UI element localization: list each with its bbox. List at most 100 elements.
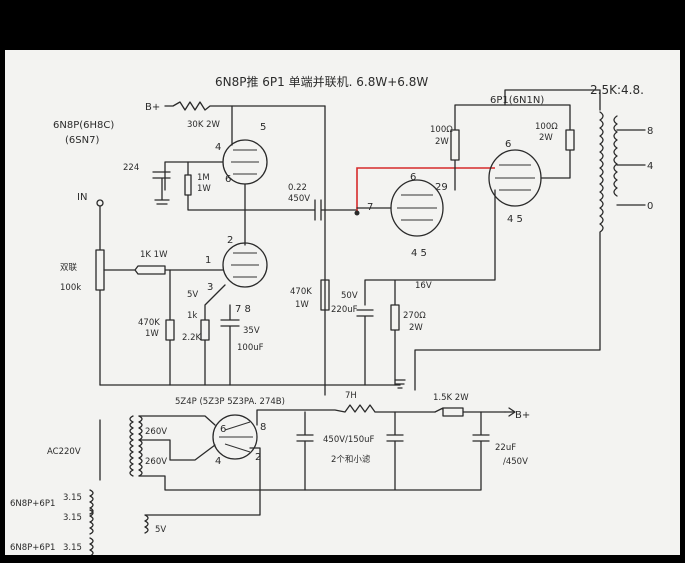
volume-pot bbox=[95, 205, 105, 386]
tube-left-label: 6N8P(6H8C) bbox=[53, 120, 114, 131]
schematic-drawing: 6N8P推 6P1 单端并联机. 6.8W+6.8W 2.5K:4.8. 6N8… bbox=[10, 75, 653, 557]
r-1k1w-wire bbox=[103, 265, 224, 275]
r-470k-grid bbox=[165, 269, 175, 386]
pin-5-label: 5 bbox=[260, 122, 266, 133]
hv-center-tap bbox=[138, 439, 216, 461]
v260a-label: 260V bbox=[145, 427, 167, 437]
c-100uf-label: 100uF bbox=[237, 343, 264, 353]
output-cathode-network bbox=[356, 189, 496, 386]
pin-6-label: 6 bbox=[225, 174, 231, 185]
rectifier-tube bbox=[212, 414, 258, 460]
rect-heater bbox=[144, 447, 261, 534]
schematic-paper: 6N8P推 6P1 单端并联机. 6.8W+6.8W 2.5K:4.8. 6N8… bbox=[5, 50, 680, 557]
c-cathode bbox=[220, 304, 240, 386]
hv-ground bbox=[138, 475, 306, 491]
vol-label: 双联 bbox=[60, 263, 78, 273]
tube-v3 bbox=[488, 149, 542, 207]
ac-label: AC220V bbox=[47, 447, 81, 457]
r-15k-wire bbox=[434, 407, 506, 417]
top-rail bbox=[164, 101, 326, 111]
rect-pin-6: 6 bbox=[220, 424, 226, 435]
r-100a-label: 100Ω bbox=[430, 125, 453, 135]
pin-4-label: 4 bbox=[215, 142, 221, 153]
r-1m-label: 1M bbox=[197, 173, 210, 183]
v1a-grid-wire bbox=[164, 161, 224, 191]
grid-link-red-wire bbox=[356, 167, 495, 213]
pin-78-label: 7 8 bbox=[235, 304, 251, 315]
bplus-top-label: B+ bbox=[145, 102, 160, 113]
pin-2-label: 2 bbox=[227, 235, 233, 246]
v315a-label: 3.15 bbox=[63, 493, 82, 503]
v260b-label: 260V bbox=[145, 457, 167, 467]
r-270-label: 270Ω bbox=[403, 311, 426, 321]
input-jack bbox=[96, 199, 104, 207]
pin-6a-label: 6 bbox=[410, 172, 416, 183]
out-4-label: 4 bbox=[647, 161, 653, 172]
pin-1-label: 1 bbox=[205, 255, 211, 266]
r-270-w-label: 2W bbox=[409, 323, 423, 333]
c-22uf-v-label: /450V bbox=[503, 457, 528, 467]
choke-label: 7H bbox=[345, 391, 357, 401]
output-transformer-secondary bbox=[613, 115, 618, 197]
c-022-label: 0.22 bbox=[288, 183, 307, 193]
pin-3-label: 3 bbox=[207, 282, 213, 293]
tube-v1b bbox=[222, 242, 268, 288]
r-470k-a-label: 470K bbox=[138, 318, 160, 328]
hv-wire-top bbox=[138, 415, 216, 426]
c-35v-label: 35V bbox=[243, 326, 260, 336]
v5v-label: 5V bbox=[155, 525, 166, 535]
power-transformer-hv bbox=[99, 415, 143, 481]
c-450v-label: 450V/150uF bbox=[323, 435, 375, 445]
rect-pin-8: 8 bbox=[260, 422, 266, 433]
r-470k-b-w-label: 1W bbox=[295, 300, 309, 310]
in-label: IN bbox=[77, 192, 87, 203]
v5-label: 5V bbox=[187, 290, 198, 300]
r-1m bbox=[184, 161, 246, 211]
heater-windings bbox=[89, 489, 94, 535]
vol-val-label: 100k bbox=[60, 283, 81, 293]
v16-label: 16V bbox=[415, 281, 432, 291]
v315c-label: 3.15 bbox=[63, 543, 82, 553]
c-22uf-label: 22uF bbox=[495, 443, 516, 453]
heat1-label: 6N8P+6P1 bbox=[10, 499, 55, 509]
filter-caps bbox=[296, 411, 490, 491]
r-100b-label: 100Ω bbox=[535, 122, 558, 132]
c-note-label: 2个和小滤 bbox=[331, 454, 371, 465]
output-transformer-primary bbox=[414, 111, 604, 391]
r-cathode bbox=[200, 284, 226, 386]
c-220uf-label: 220uF bbox=[331, 305, 358, 315]
bplus-right-label: B+ bbox=[515, 410, 530, 421]
tube-right-label: 6P1(6N1N) bbox=[490, 95, 544, 106]
r-15k-label: 1.5K 2W bbox=[433, 393, 469, 403]
pin-6b-label: 6 bbox=[505, 139, 511, 150]
schematic-title: 6N8P推 6P1 单端并联机. 6.8W+6.8W bbox=[215, 75, 428, 89]
pin-29-label: 29 bbox=[435, 182, 448, 193]
c-224-label: 224 bbox=[123, 163, 139, 173]
rect-pin-2: 2 bbox=[255, 452, 261, 463]
rect-pin-4: 4 bbox=[215, 456, 221, 467]
r-470k-right bbox=[320, 279, 330, 311]
c-022 bbox=[244, 199, 358, 221]
out-0-label: 0 bbox=[647, 201, 653, 212]
r-30k-label: 30K 2W bbox=[187, 120, 220, 130]
heater-winding-2 bbox=[89, 537, 94, 557]
tube-left-alt-label: (6SN7) bbox=[65, 135, 99, 146]
pin-45a-label: 4 5 bbox=[411, 248, 427, 259]
c-50v-label: 50V bbox=[341, 291, 358, 301]
c-224 bbox=[152, 171, 171, 205]
out-8-label: 8 bbox=[647, 126, 653, 137]
r-470k-a-w-label: 1W bbox=[145, 329, 159, 339]
grid-node bbox=[354, 210, 360, 216]
r-470k-b-label: 470K bbox=[290, 287, 312, 297]
choke-wire bbox=[256, 404, 436, 426]
r-1k1w-label: 1K 1W bbox=[140, 250, 168, 260]
r-22k-label: 2.2K bbox=[182, 333, 202, 343]
r-1m-w-label: 1W bbox=[197, 184, 211, 194]
transformer-ratio: 2.5K:4.8. bbox=[590, 83, 644, 97]
c-022-v-label: 450V bbox=[288, 194, 310, 204]
r-100a-w-label: 2W bbox=[435, 137, 449, 147]
pin-45b-label: 4 5 bbox=[507, 214, 523, 225]
plate-rail bbox=[504, 89, 601, 111]
heat2-label: 6N8P+6P1 bbox=[10, 543, 55, 553]
